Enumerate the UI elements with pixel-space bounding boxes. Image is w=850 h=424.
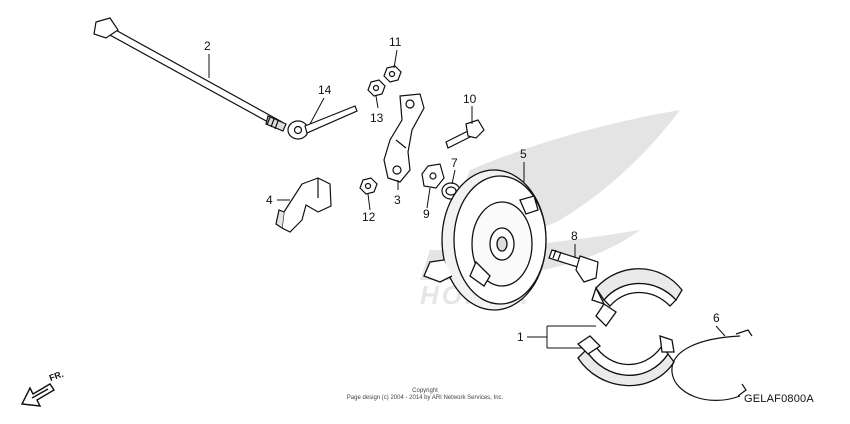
flange-bolt [445, 119, 485, 149]
callout-2[interactable]: 2 [204, 39, 211, 53]
copyright-title: Copyright [412, 388, 438, 394]
callout-1[interactable]: 1 [517, 330, 524, 344]
callout-4[interactable]: 4 [266, 193, 273, 207]
brake-cam [548, 249, 599, 283]
front-arrow-icon [20, 383, 55, 407]
callout-5[interactable]: 5 [520, 147, 527, 161]
wear-indicator-plate [421, 163, 445, 189]
callout-10[interactable]: 10 [463, 92, 477, 106]
brake-shoe-upper [591, 268, 683, 328]
callout-14[interactable]: 14 [318, 83, 332, 97]
shoe-spring [671, 329, 753, 401]
axle-bolt [93, 17, 287, 132]
leader-lines [208, 49, 726, 349]
callout-7[interactable]: 7 [451, 156, 458, 170]
callout-12[interactable]: 12 [362, 210, 376, 224]
brake-panel [423, 169, 547, 311]
callout-3[interactable]: 3 [394, 193, 401, 207]
callout-6[interactable]: 6 [713, 311, 720, 325]
diagram-code: GELAF0800A [744, 393, 814, 405]
nuts [359, 65, 402, 195]
brake-stay-pin [287, 105, 358, 140]
callout-9[interactable]: 9 [423, 207, 430, 221]
callout-8[interactable]: 8 [571, 229, 578, 243]
copyright-text: Page design (c) 2004 - 2014 by ARI Netwo… [346, 395, 504, 401]
callout-11[interactable]: 11 [389, 35, 402, 49]
brake-shoe-lower [576, 335, 675, 387]
callout-13[interactable]: 13 [370, 111, 384, 125]
brake-arm [383, 93, 425, 183]
copyright-notice: Copyright Page design (c) 2004 - 2014 by… [250, 388, 600, 402]
stopper-bracket [275, 177, 332, 233]
